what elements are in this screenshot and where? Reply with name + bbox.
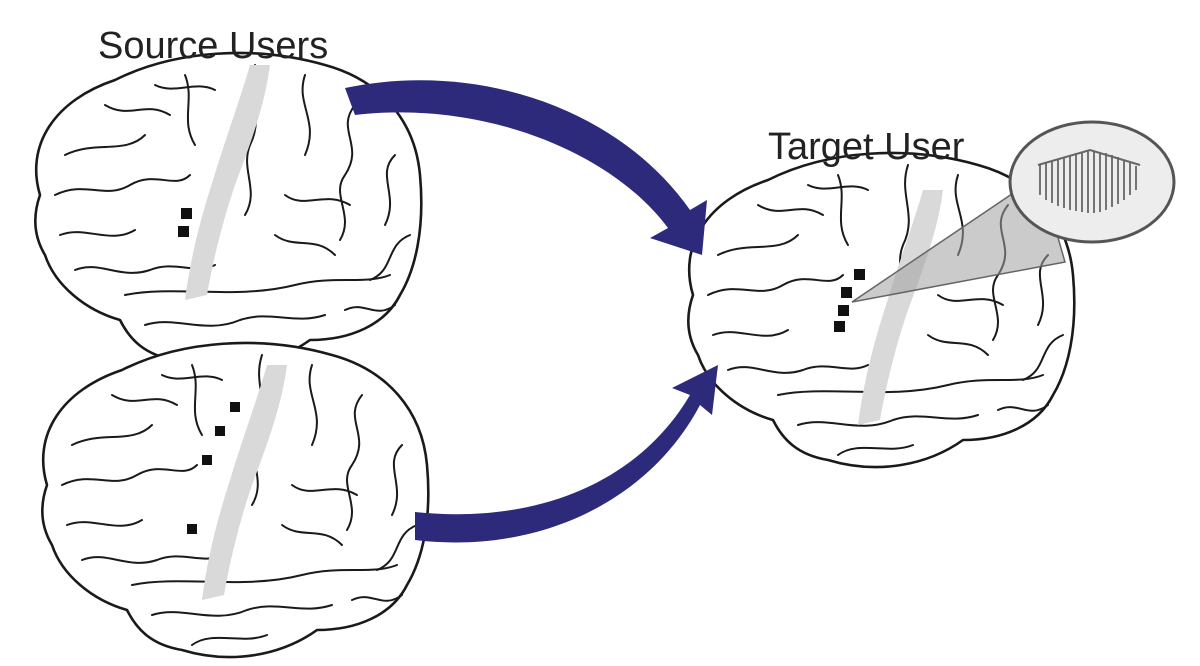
electrode: [181, 208, 192, 219]
electrode: [187, 524, 197, 534]
top-transfer-arrow: [345, 80, 707, 256]
bottom-transfer-arrow: [415, 365, 718, 543]
electrode: [841, 287, 852, 298]
electrode: [230, 402, 240, 412]
source-brain-bottom: [40, 341, 430, 659]
source-brain-top: [33, 51, 423, 369]
electrode: [202, 455, 212, 465]
electrode: [215, 426, 225, 436]
electrode: [178, 226, 189, 237]
target-brain: [686, 151, 1076, 469]
target-user-label: Target User: [768, 126, 965, 168]
microelectrode-array-icon: [1008, 120, 1176, 244]
source-users-label: Source Users: [98, 25, 328, 67]
electrode: [854, 269, 865, 280]
electrode: [838, 305, 849, 316]
electrode: [834, 321, 845, 332]
